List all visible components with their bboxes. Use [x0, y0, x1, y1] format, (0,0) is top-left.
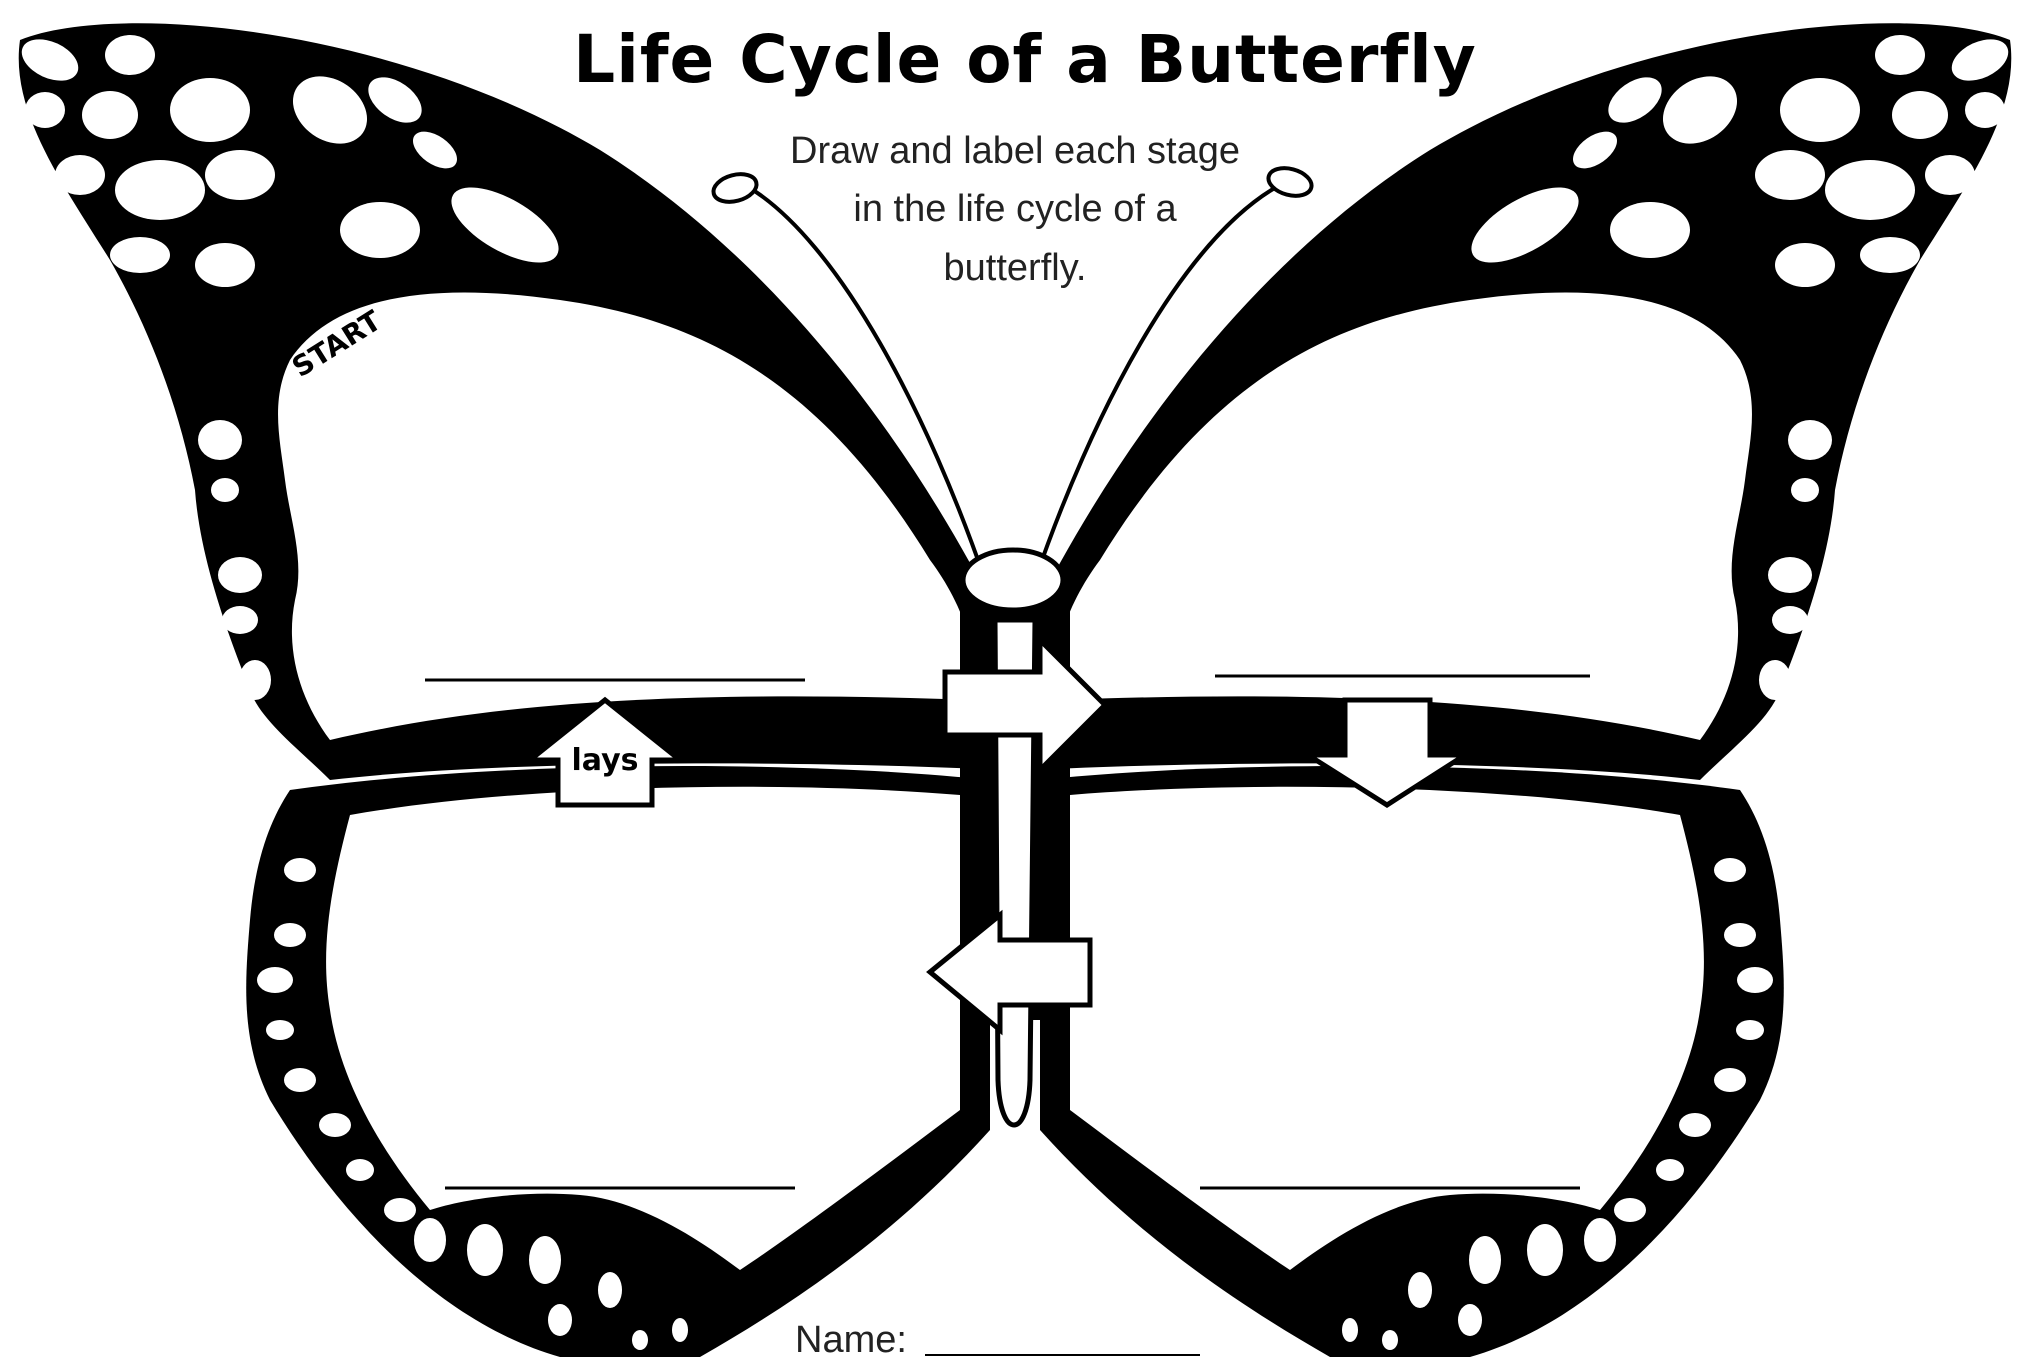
left-lower-wing — [246, 766, 990, 1357]
instructions-line-3: butterfly. — [944, 247, 1087, 289]
name-label: Name: — [795, 1319, 907, 1357]
page-title: Life Cycle of a Butterfly — [573, 21, 1477, 98]
instructions: Draw and label each stage in the life cy… — [790, 130, 1240, 289]
instructions-line-2: in the life cycle of a — [853, 188, 1177, 230]
right-lower-wing — [1040, 766, 1784, 1357]
arrow-label-lays: lays — [571, 743, 638, 778]
instructions-line-1: Draw and label each stage — [790, 130, 1240, 172]
